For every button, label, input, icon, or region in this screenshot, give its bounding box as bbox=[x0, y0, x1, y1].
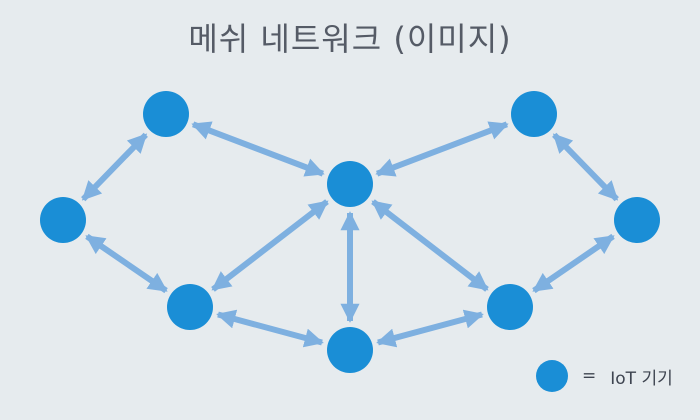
iot-device-node-left bbox=[40, 197, 86, 243]
link-bottom-left-center bbox=[211, 199, 329, 292]
link-top-right-right bbox=[552, 132, 619, 202]
iot-device-node-right bbox=[614, 197, 660, 243]
iot-device-node-bottom-right bbox=[487, 284, 533, 330]
legend: = IoT 기기 bbox=[536, 360, 673, 392]
iot-device-node-top-left bbox=[143, 91, 189, 137]
link-top-left-center bbox=[191, 121, 325, 177]
iot-device-node-center bbox=[327, 161, 373, 207]
link-bottom-left-bottom-center bbox=[216, 309, 324, 348]
links-layer bbox=[81, 121, 619, 348]
legend-device-icon bbox=[536, 360, 568, 392]
iot-device-node-bottom-center bbox=[327, 327, 373, 373]
link-center-bottom-right bbox=[371, 199, 489, 292]
diagram-title: 메쉬 네트워크 (이미지) bbox=[188, 20, 512, 58]
link-left-bottom-left bbox=[85, 233, 168, 294]
legend-equals: = bbox=[582, 366, 597, 386]
iot-device-node-bottom-left bbox=[167, 284, 213, 330]
nodes-layer bbox=[40, 91, 660, 373]
link-bottom-center-bottom-right bbox=[376, 309, 484, 348]
legend-label: IoT 기기 bbox=[610, 368, 673, 389]
link-top-left-left bbox=[81, 132, 148, 202]
link-right-bottom-right bbox=[532, 233, 615, 294]
iot-device-node-top-right bbox=[511, 91, 557, 137]
link-center-top-right bbox=[375, 121, 509, 177]
